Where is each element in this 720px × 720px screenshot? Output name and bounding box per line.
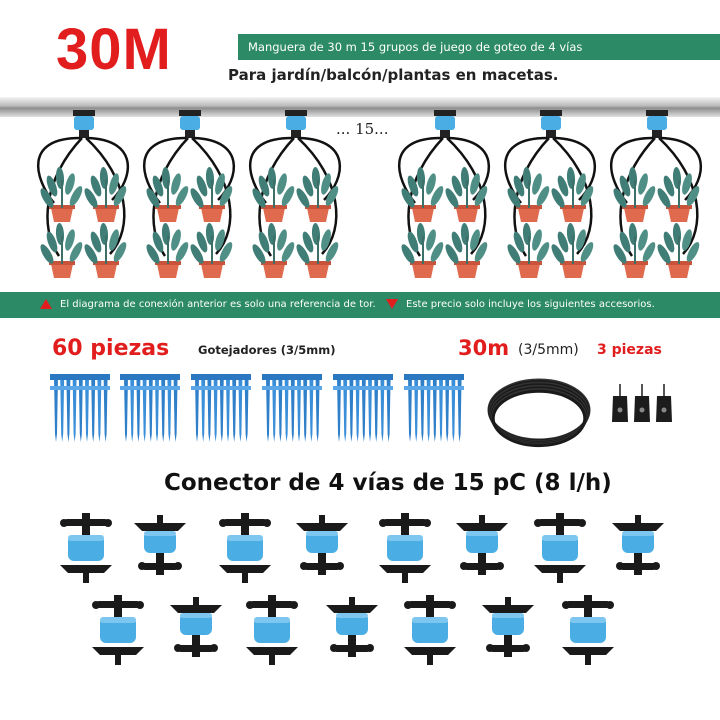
four-way-connector <box>219 513 271 583</box>
big-title: 30M <box>56 17 172 82</box>
plant-group <box>249 110 342 278</box>
four-way-connector <box>456 515 508 575</box>
subtitle: Para jardín/balcón/plantas en macetas. <box>228 66 559 84</box>
hole-punch-tool <box>634 384 650 422</box>
plant-group <box>610 110 703 278</box>
four-way-connector <box>170 597 222 657</box>
dripper-stake-bundle <box>262 374 322 442</box>
four-way-connector <box>404 595 456 665</box>
title-banner-text: Manguera de 30 m 15 grupos de juego de g… <box>248 40 583 54</box>
plant-group <box>398 110 491 278</box>
hose-coil <box>487 378 591 448</box>
plant-group <box>504 110 597 278</box>
drippers-label: Gotejadores (3/5mm) <box>198 343 336 357</box>
four-way-connector <box>134 515 186 575</box>
hole-punch-tool <box>612 384 628 422</box>
dripper-stake-bundle <box>120 374 180 442</box>
hose-length: 30m <box>458 336 510 360</box>
four-way-connector <box>296 515 348 575</box>
drippers-quantity: 60 piezas <box>52 336 170 361</box>
dripper-stake-bundle <box>50 374 110 442</box>
plant-group <box>37 110 130 278</box>
four-way-connector <box>60 513 112 583</box>
title-banner: Manguera de 30 m 15 grupos de juego de g… <box>238 34 720 60</box>
triangle-up-icon <box>40 299 52 309</box>
hose-spec: (3/5mm) <box>518 342 579 358</box>
four-way-connector <box>534 513 586 583</box>
triangle-down-icon <box>386 299 398 309</box>
group-count-label: ... 15... <box>336 120 389 138</box>
irrigation-diagram <box>37 110 703 278</box>
dripper-stake-bundle <box>333 374 393 442</box>
four-way-connector <box>612 515 664 575</box>
four-way-connector <box>562 595 614 665</box>
price-note: Este precio solo incluye los siguientes … <box>406 299 655 310</box>
hose-quantity: 3 piezas <box>597 342 662 358</box>
four-way-connector <box>326 597 378 657</box>
accessories-images <box>50 374 672 448</box>
four-way-connector <box>92 595 144 665</box>
dripper-stake-bundle <box>404 374 464 442</box>
four-way-connector <box>246 595 298 665</box>
dripper-stake-bundle <box>191 374 251 442</box>
connectors-image <box>60 513 664 665</box>
four-way-connector <box>379 513 431 583</box>
info-banner: El diagrama de conexión anterior es solo… <box>0 292 720 318</box>
plant-group <box>143 110 236 278</box>
four-way-connector <box>482 597 534 657</box>
hole-punch-tool <box>656 384 672 422</box>
diagram-note: El diagrama de conexión anterior es solo… <box>60 299 376 310</box>
connector-title: Conector de 4 vías de 15 pC (8 l/h) <box>164 470 612 496</box>
